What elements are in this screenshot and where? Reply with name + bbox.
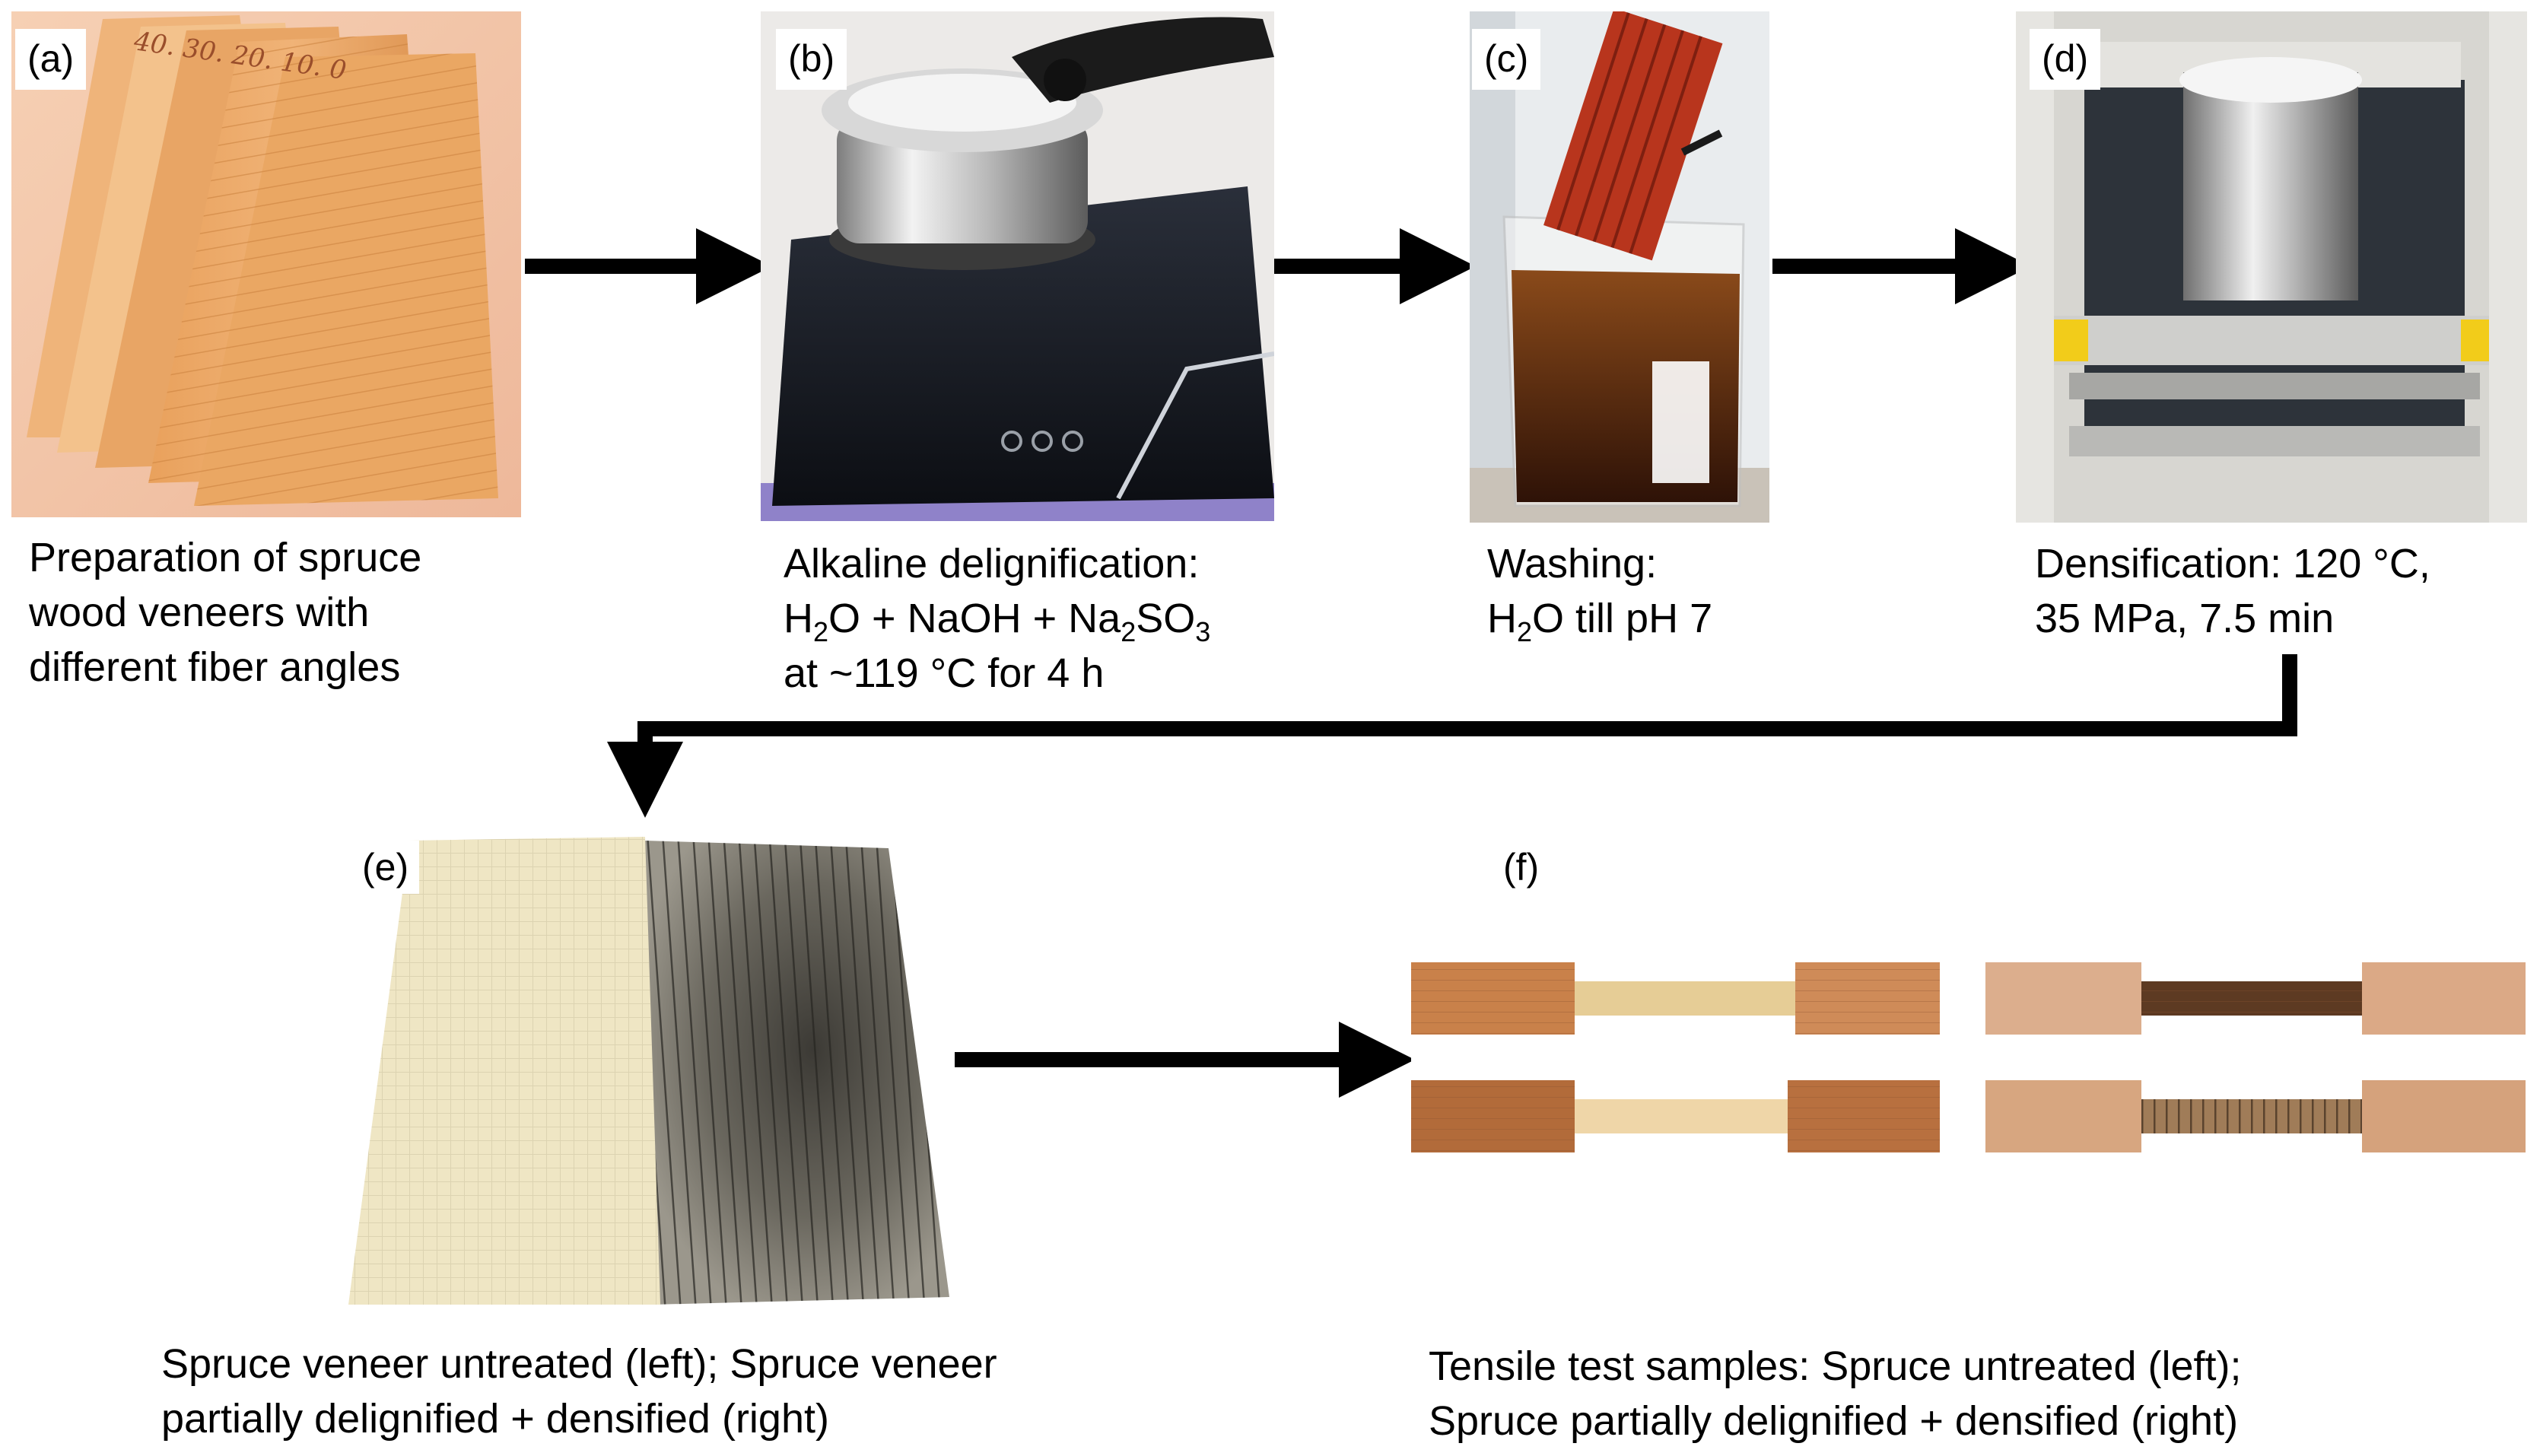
caption-b-line-3: at ~119 °C for 4 h — [784, 650, 1105, 696]
panel-d-photo — [2016, 11, 2527, 523]
caption-b-line-1: Alkaline delignification: — [784, 541, 1200, 587]
caption-b: Alkaline delignification: H2O + NaOH + N… — [784, 536, 1210, 701]
panel-c-photo — [1470, 11, 1769, 523]
caption-b-formula: H2O + NaOH + Na2SO3 — [784, 596, 1211, 647]
caption-a-line-1: Preparation of spruce — [29, 535, 422, 580]
caption-e-line-1: Spruce veneer untreated (left); Spruce v… — [161, 1341, 997, 1387]
caption-c-line-1: Washing: — [1487, 541, 1658, 587]
caption-a-line-3: different fiber angles — [29, 644, 401, 690]
caption-c: Washing: H2O till pH 7 — [1487, 536, 1712, 646]
caption-f-line-1: Tensile test samples: Spruce untreated (… — [1429, 1343, 2242, 1389]
caption-d-line-2: 35 MPa, 7.5 min — [2035, 596, 2335, 641]
caption-f: Tensile test samples: Spruce untreated (… — [1429, 1339, 2242, 1448]
caption-e-line-2: partially delignified + densified (right… — [161, 1396, 829, 1442]
caption-e: Spruce veneer untreated (left); Spruce v… — [161, 1337, 997, 1446]
panel-a-photo: 40. 30. 20. 10. 0 — [11, 11, 521, 517]
caption-c-formula: H2O till pH 7 — [1487, 596, 1713, 647]
arrow-d-to-e — [607, 654, 2297, 818]
panel-b-tag: (b) — [776, 29, 847, 90]
caption-d: Densification: 120 °C, 35 MPa, 7.5 min — [2035, 536, 2430, 646]
caption-a-line-2: wood veneers with — [29, 590, 370, 635]
caption-d-line-1: Densification: 120 °C, — [2035, 541, 2430, 587]
caption-f-line-2: Spruce partially delignified + densified… — [1429, 1398, 2239, 1444]
panel-c-tag: (c) — [1472, 29, 1541, 90]
panel-b-photo — [761, 11, 1274, 521]
caption-a: Preparation of spruce wood veneers with … — [29, 530, 421, 695]
panel-a-tag: (a) — [15, 29, 87, 90]
panel-e-tag: (e) — [351, 841, 420, 894]
panel-e-photo — [341, 825, 949, 1308]
panel-f-photo — [1411, 958, 2529, 1158]
panel-f-tag: (f) — [1493, 841, 1550, 894]
panel-d-tag: (d) — [2030, 29, 2101, 90]
